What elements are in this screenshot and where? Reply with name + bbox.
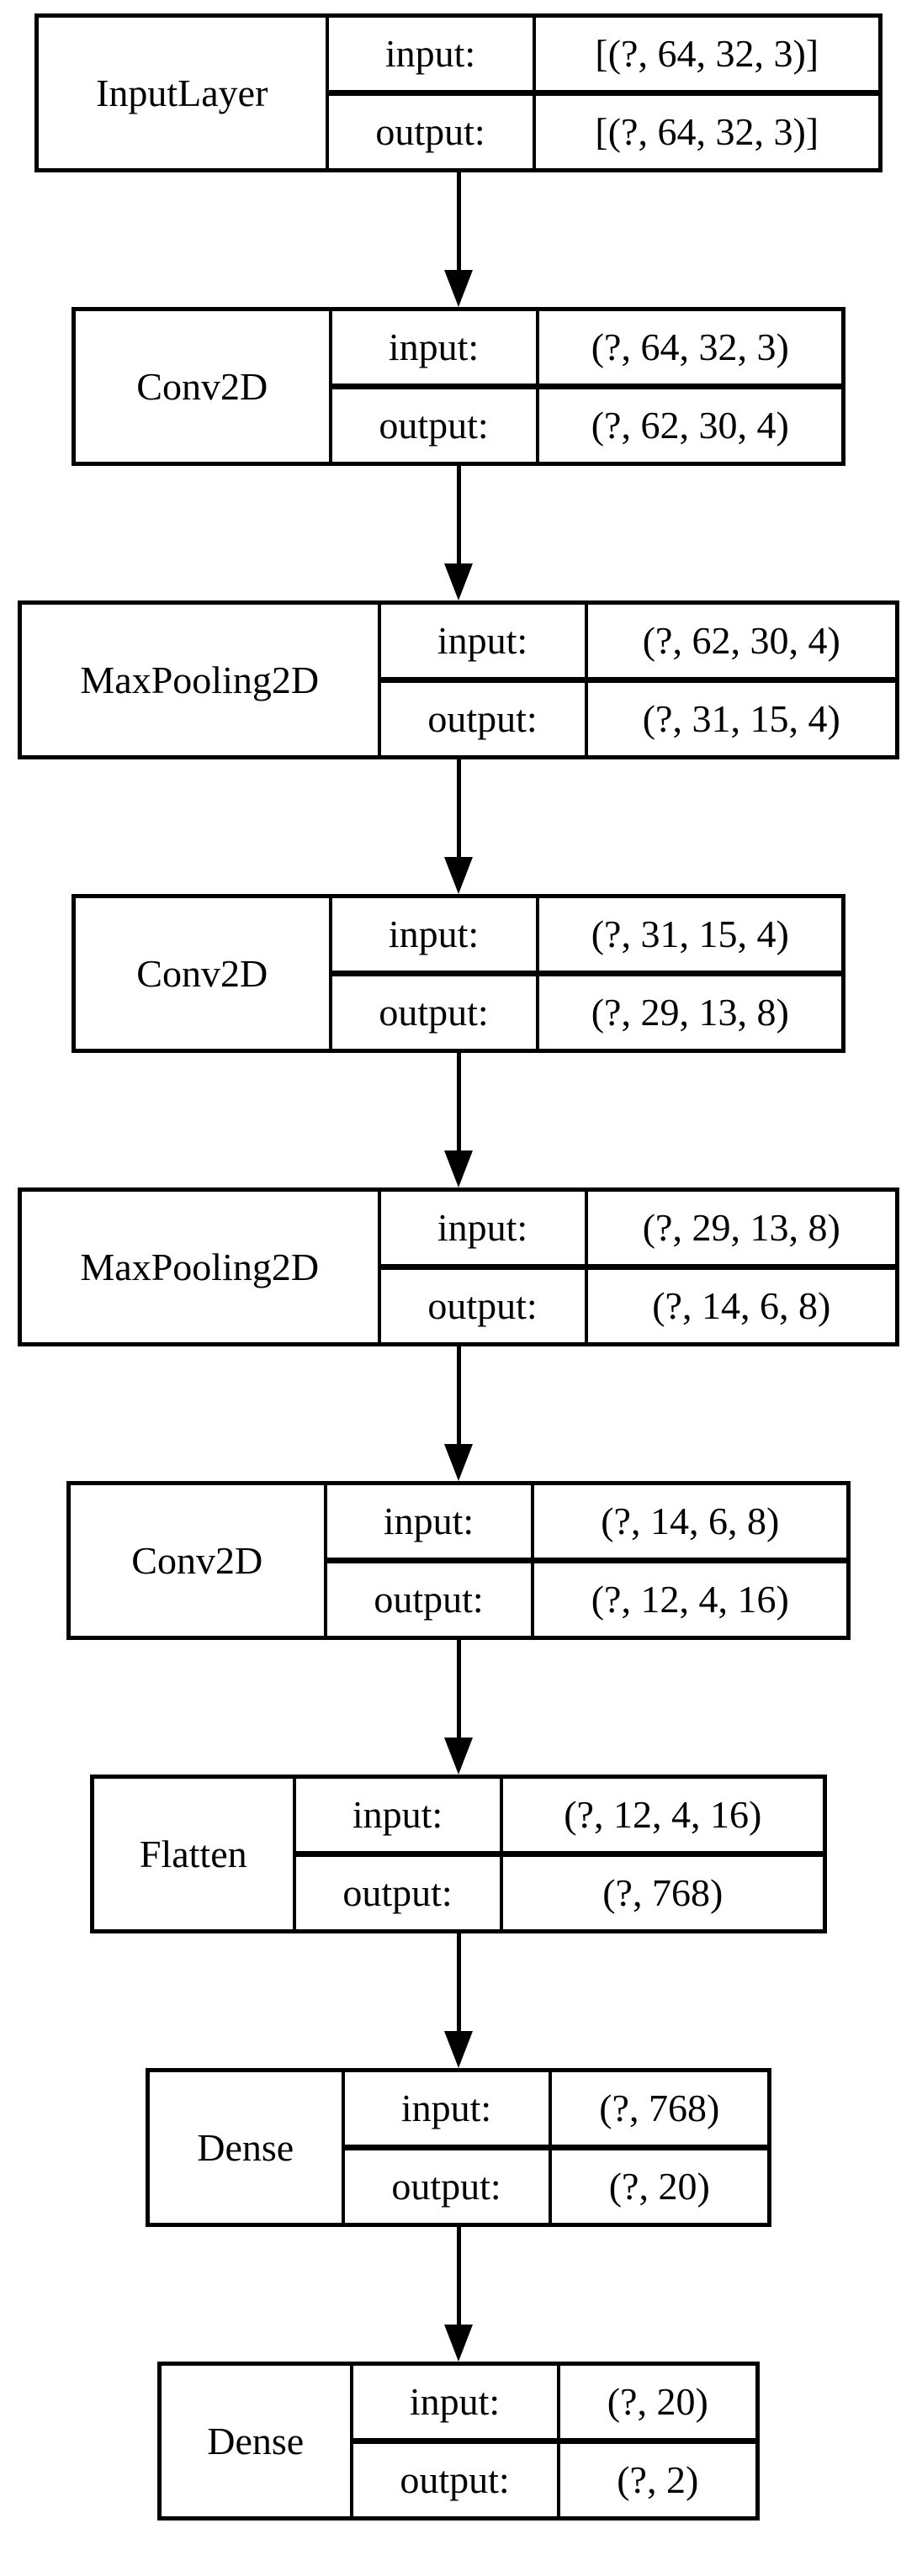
input-label: input: bbox=[341, 2068, 552, 2150]
edge-arrow bbox=[444, 2227, 473, 2362]
output-shape: (?, 20) bbox=[548, 2145, 771, 2227]
input-label: input: bbox=[377, 600, 588, 683]
arrow-line bbox=[456, 1053, 461, 1150]
edge-arrow bbox=[444, 172, 473, 307]
arrow-line bbox=[456, 466, 461, 563]
arrow-line bbox=[456, 2227, 461, 2325]
output-label: output: bbox=[341, 2145, 552, 2227]
input-shape: (?, 12, 4, 16) bbox=[499, 1775, 827, 1857]
input-shape: (?, 31, 15, 4) bbox=[535, 894, 845, 976]
arrow-head-icon bbox=[444, 2325, 473, 2362]
output-shape: (?, 62, 30, 4) bbox=[535, 384, 845, 466]
output-label: output: bbox=[323, 1558, 534, 1640]
output-shape: (?, 768) bbox=[499, 1852, 827, 1933]
layer-node-dense-1: Dense input: (?, 768) output: (?, 20) bbox=[146, 2068, 771, 2227]
edge-arrow bbox=[444, 759, 473, 894]
arrow-line bbox=[456, 759, 461, 857]
layer-node-conv2d-3: Conv2D input: (?, 14, 6, 8) output: (?, … bbox=[66, 1481, 851, 1640]
input-shape: (?, 14, 6, 8) bbox=[530, 1481, 851, 1563]
layer-name: MaxPooling2D bbox=[18, 600, 381, 759]
input-label: input: bbox=[377, 1187, 588, 1270]
output-shape: [(?, 64, 32, 3)] bbox=[532, 91, 883, 172]
layer-name: Dense bbox=[146, 2068, 345, 2227]
layer-name: Conv2D bbox=[72, 894, 332, 1053]
arrow-line bbox=[456, 172, 461, 270]
edge-arrow bbox=[444, 1053, 473, 1187]
arrow-head-icon bbox=[444, 563, 473, 600]
layer-node-dense-2: Dense input: (?, 20) output: (?, 2) bbox=[157, 2362, 760, 2520]
output-shape: (?, 2) bbox=[556, 2439, 760, 2520]
layer-node-inputlayer: InputLayer input: [(?, 64, 32, 3)] outpu… bbox=[34, 13, 883, 172]
input-shape: (?, 20) bbox=[556, 2362, 760, 2444]
arrow-head-icon bbox=[444, 2031, 473, 2068]
layer-name: InputLayer bbox=[34, 13, 329, 172]
output-label: output: bbox=[328, 384, 539, 466]
output-shape: (?, 14, 6, 8) bbox=[584, 1265, 899, 1346]
input-shape: (?, 64, 32, 3) bbox=[535, 307, 845, 389]
arrow-line bbox=[456, 1933, 461, 2031]
layer-node-maxpooling2d-1: MaxPooling2D input: (?, 62, 30, 4) outpu… bbox=[18, 600, 899, 759]
output-shape: (?, 29, 13, 8) bbox=[535, 971, 845, 1053]
output-shape: (?, 12, 4, 16) bbox=[530, 1558, 851, 1640]
arrow-line bbox=[456, 1640, 461, 1738]
edge-arrow bbox=[444, 1346, 473, 1481]
arrow-head-icon bbox=[444, 1150, 473, 1187]
input-label: input: bbox=[292, 1775, 503, 1857]
layer-name: Dense bbox=[157, 2362, 353, 2520]
edge-arrow bbox=[444, 1640, 473, 1775]
input-shape: (?, 29, 13, 8) bbox=[584, 1187, 899, 1270]
input-label: input: bbox=[323, 1481, 534, 1563]
output-shape: (?, 31, 15, 4) bbox=[584, 678, 899, 759]
input-label: input: bbox=[328, 307, 539, 389]
arrow-head-icon bbox=[444, 270, 473, 307]
layer-name: Conv2D bbox=[72, 307, 332, 466]
output-label: output: bbox=[349, 2439, 560, 2520]
input-shape: (?, 62, 30, 4) bbox=[584, 600, 899, 683]
layer-node-conv2d-2: Conv2D input: (?, 31, 15, 4) output: (?,… bbox=[72, 894, 845, 1053]
output-label: output: bbox=[292, 1852, 503, 1933]
layer-name: MaxPooling2D bbox=[18, 1187, 381, 1346]
layer-node-maxpooling2d-2: MaxPooling2D input: (?, 29, 13, 8) outpu… bbox=[18, 1187, 899, 1346]
input-shape: (?, 768) bbox=[548, 2068, 771, 2150]
edge-arrow bbox=[444, 466, 473, 600]
arrow-head-icon bbox=[444, 857, 473, 894]
output-label: output: bbox=[325, 91, 536, 172]
edge-arrow bbox=[444, 1933, 473, 2068]
arrow-head-icon bbox=[444, 1738, 473, 1775]
output-label: output: bbox=[328, 971, 539, 1053]
output-label: output: bbox=[377, 678, 588, 759]
arrow-line bbox=[456, 1346, 461, 1444]
layer-name: Flatten bbox=[90, 1775, 296, 1933]
input-label: input: bbox=[325, 13, 536, 96]
input-label: input: bbox=[349, 2362, 560, 2444]
layer-node-conv2d-1: Conv2D input: (?, 64, 32, 3) output: (?,… bbox=[72, 307, 845, 466]
input-shape: [(?, 64, 32, 3)] bbox=[532, 13, 883, 96]
layer-name: Conv2D bbox=[66, 1481, 327, 1640]
layer-node-flatten: Flatten input: (?, 12, 4, 16) output: (?… bbox=[90, 1775, 827, 1933]
input-label: input: bbox=[328, 894, 539, 976]
output-label: output: bbox=[377, 1265, 588, 1346]
arrow-head-icon bbox=[444, 1444, 473, 1481]
